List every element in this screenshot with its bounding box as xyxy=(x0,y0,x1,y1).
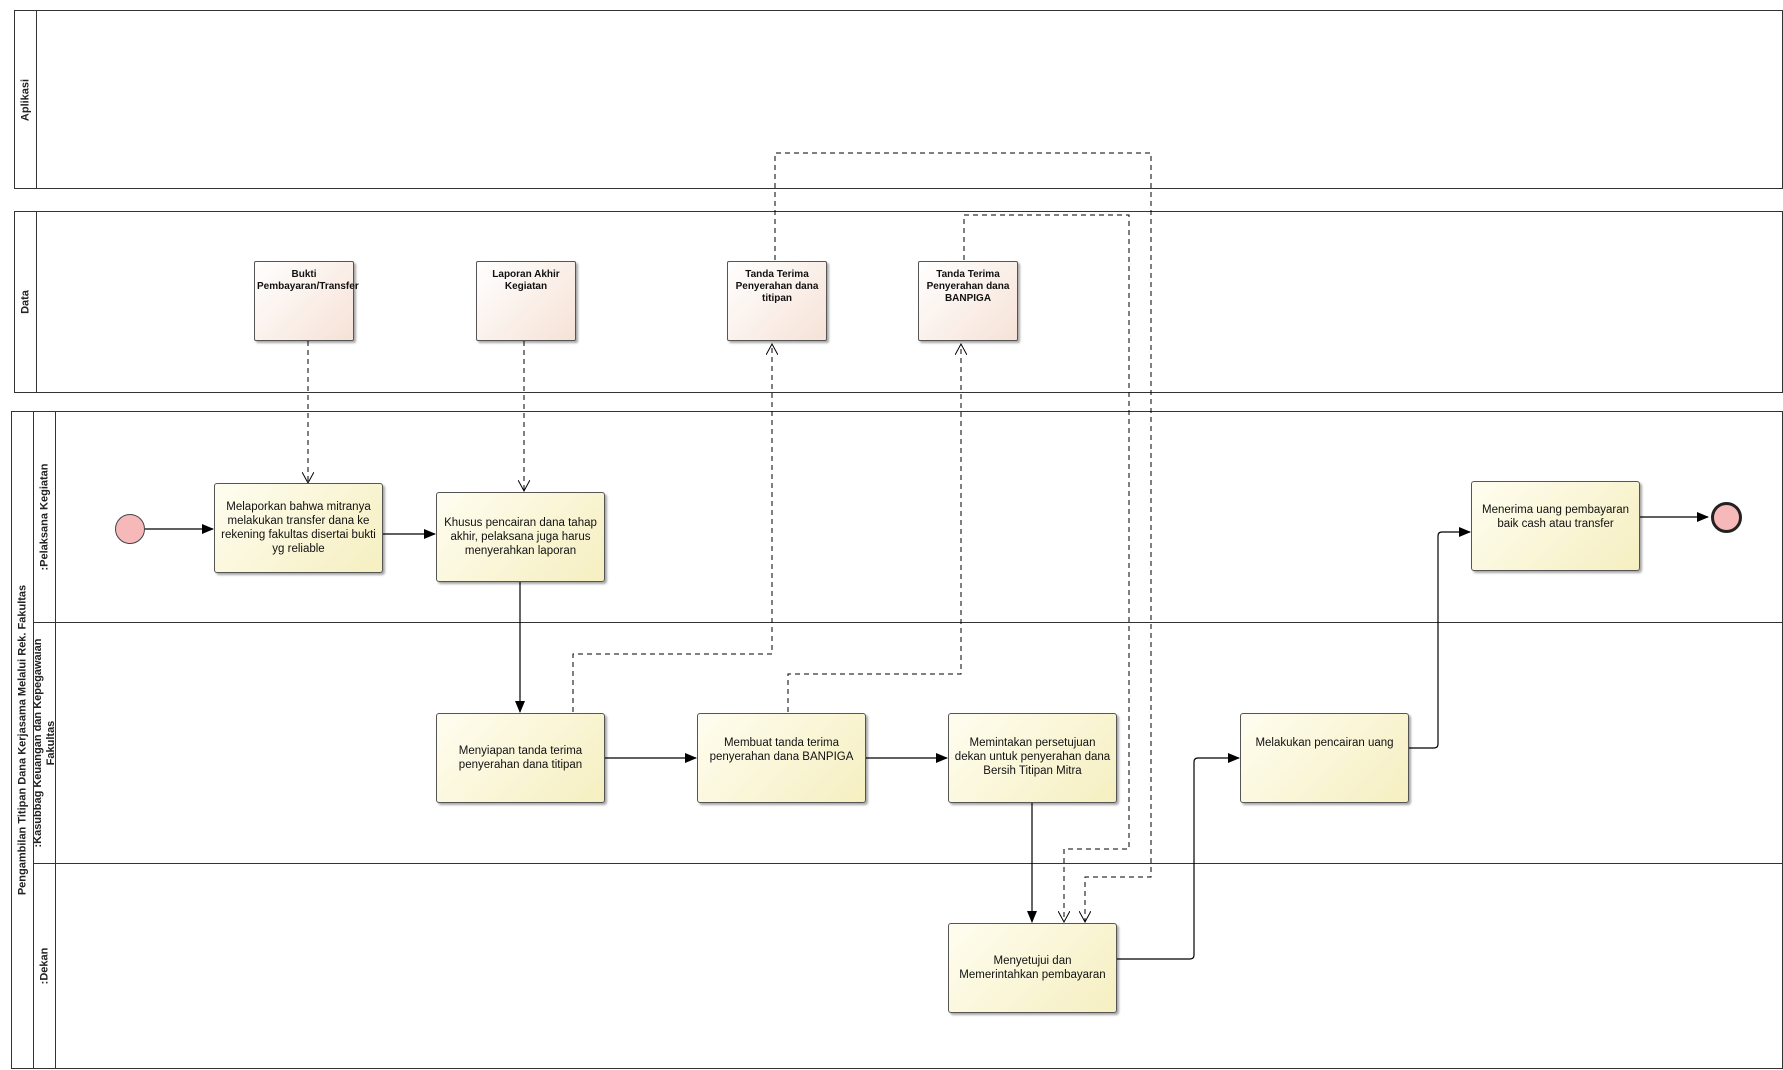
task-serahkan-laporan[interactable]: Khusus pencairan dana tahap akhir, pelak… xyxy=(436,492,605,582)
assoc-tanda-titipan-to-setujui xyxy=(774,152,1152,922)
end-event[interactable] xyxy=(1711,502,1742,533)
task-melaporkan-transfer[interactable]: Melaporkan bahwa mitranya melakukan tran… xyxy=(214,483,383,573)
task-menyetujui-pembayaran[interactable]: Menyetujui dan Memerintahkan pembayaran xyxy=(948,923,1117,1013)
assoc-siapkan-to-tanda-titipan xyxy=(572,344,772,712)
lane-dekan: :Dekan xyxy=(34,864,1782,1068)
pool-aplikasi: Aplikasi xyxy=(14,10,1783,189)
task-menyiapkan-tanda-terima[interactable]: Menyiapan tanda terima penyerahan dana t… xyxy=(436,713,605,803)
task-pencairan-uang[interactable]: Melakukan pencairan uang xyxy=(1240,713,1409,803)
data-object-tanda-terima-titipan[interactable]: Tanda Terima Penyerahan dana titipan xyxy=(727,261,827,341)
start-event[interactable] xyxy=(115,514,145,544)
assoc-buat-to-tanda-banpiga xyxy=(787,344,961,712)
pool-process-header: Pengambilan Titipan Dana Kerjasama Melal… xyxy=(12,412,34,1068)
assoc-tanda-banpiga-to-setujui xyxy=(963,214,1130,922)
lane-kasubbag-header: :Kasubbag Keuangan dan Kepegawaian Fakul… xyxy=(32,623,57,863)
lane-dekan-header: :Dekan xyxy=(34,864,56,1068)
task-memintakan-persetujuan[interactable]: Memintakan persetujuan dekan untuk penye… xyxy=(948,713,1117,803)
pool-aplikasi-header: Aplikasi xyxy=(15,11,37,188)
task-menerima-uang[interactable]: Menerima uang pembayaran baik cash atau … xyxy=(1471,481,1640,571)
pool-data-header: Data xyxy=(15,212,37,392)
lane-pelaksana-header: :Pelaksana Kegiatan xyxy=(34,412,56,622)
lane-kasubbag-keuangan: :Kasubbag Keuangan dan Kepegawaian Fakul… xyxy=(32,623,1782,864)
flow-pencairan-to-terima xyxy=(1409,527,1471,749)
data-object-tanda-terima-banpiga[interactable]: Tanda Terima Penyerahan dana BANPIGA xyxy=(918,261,1018,341)
lane-pelaksana-kegiatan: :Pelaksana Kegiatan xyxy=(34,412,1782,623)
data-object-laporan-akhir[interactable]: Laporan Akhir Kegiatan xyxy=(476,261,576,341)
flow-setujui-to-pencairan xyxy=(1116,753,1240,960)
data-object-bukti-pembayaran[interactable]: Bukti Pembayaran/Transfer xyxy=(254,261,359,341)
task-membuat-tanda-terima[interactable]: Membuat tanda terima penyerahan dana BAN… xyxy=(697,713,866,803)
